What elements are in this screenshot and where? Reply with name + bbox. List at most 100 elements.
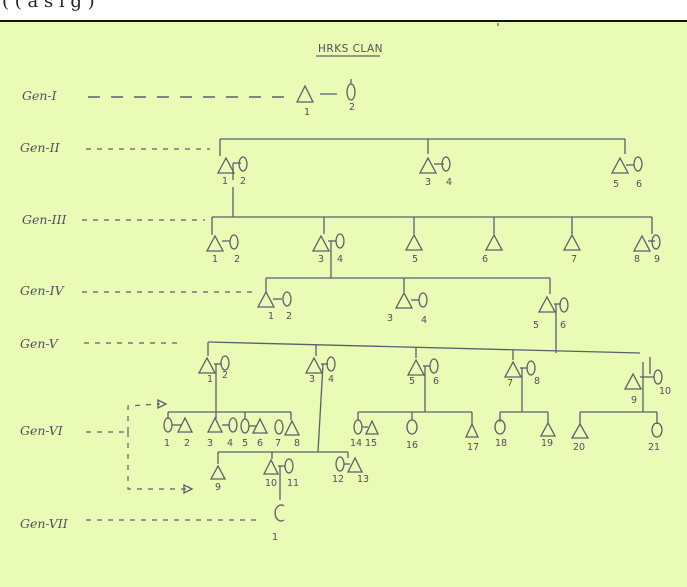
male-triangle	[364, 419, 380, 435]
member-label: 6	[482, 254, 488, 265]
female-circle	[353, 419, 363, 435]
member-label: 9	[215, 482, 221, 493]
male-triangle	[406, 358, 426, 376]
member-label: 17	[467, 442, 479, 453]
female-circle	[335, 233, 345, 249]
member-label: 8	[294, 438, 300, 449]
male-triangle	[262, 458, 280, 475]
member-label: 9	[631, 395, 637, 406]
member-label: 1	[212, 254, 218, 265]
female-circle	[653, 369, 663, 385]
member-label: 5	[242, 438, 248, 449]
member-label: 3	[387, 313, 393, 324]
member-label: 7	[507, 378, 513, 389]
male-triangle	[256, 290, 276, 308]
female-circle	[274, 419, 284, 435]
member-label: 4	[328, 374, 334, 385]
member-label: 2	[286, 311, 292, 322]
member-label: 7	[571, 254, 577, 265]
member-label: 4	[337, 254, 343, 265]
male-triangle	[251, 417, 269, 434]
member-label: 21	[648, 442, 660, 453]
connector-dashed	[127, 432, 186, 490]
female-circle	[651, 422, 663, 438]
female-circle	[229, 234, 239, 250]
female-circle	[238, 156, 248, 172]
member-label: 3	[425, 177, 431, 188]
member-label: 5	[613, 179, 619, 190]
member-label: 1	[222, 176, 228, 187]
pedigree-sheet: HRKS CLAN Gen-I 1 2 Gen-II 1 2 3 4 5 6 G…	[0, 22, 687, 587]
gen-label-7: Gen-VII	[20, 516, 69, 531]
female-circle	[651, 234, 661, 250]
male-triangle	[283, 419, 301, 436]
member-label: 1	[272, 532, 278, 543]
female-circle	[282, 291, 292, 307]
male-triangle	[176, 416, 194, 433]
female-circle	[559, 297, 569, 313]
member-label: 6	[636, 179, 642, 190]
chart-title: HRKS CLAN	[318, 43, 383, 55]
female-circle	[418, 292, 428, 308]
male-triangle	[464, 422, 480, 438]
member-label: 2	[184, 438, 190, 449]
female-circle	[335, 456, 345, 472]
member-label: 2	[240, 176, 246, 187]
gen-label-5: Gen-V	[20, 336, 60, 351]
member-label: 2	[349, 102, 355, 113]
gen-label-4: Gen-IV	[20, 283, 66, 298]
member-label: 11	[287, 478, 299, 489]
member-label: 4	[421, 315, 427, 326]
female-circle	[228, 417, 238, 433]
male-triangle	[623, 372, 643, 390]
member-label: 5	[412, 254, 418, 265]
male-triangle	[311, 234, 331, 252]
member-label: 2	[234, 254, 240, 265]
member-label: 3	[207, 438, 213, 449]
male-triangle	[394, 291, 414, 309]
male-triangle	[404, 233, 424, 251]
sibship-line	[207, 341, 641, 354]
connector-dashed	[127, 403, 161, 432]
member-label: 5	[409, 376, 415, 387]
male-triangle	[562, 233, 582, 251]
gen-label-3: Gen-III	[22, 212, 68, 227]
member-label: 14	[350, 438, 362, 449]
male-triangle	[539, 421, 557, 437]
female-circle	[406, 419, 418, 435]
member-label: 3	[309, 374, 315, 385]
member-label: 6	[433, 376, 439, 387]
member-label: 6	[257, 438, 263, 449]
member-label: 16	[406, 440, 418, 451]
member-label: 10	[265, 478, 277, 489]
member-label: 5	[533, 320, 539, 331]
gen-label-6: Gen-VI	[20, 423, 64, 438]
member-label: 2	[222, 370, 228, 381]
female-circle	[441, 156, 451, 172]
male-triangle	[570, 422, 590, 439]
member-label: 1	[304, 107, 310, 118]
member-label: 1	[207, 374, 213, 385]
female-circle	[633, 156, 643, 172]
male-triangle	[537, 295, 557, 313]
male-triangle	[209, 464, 227, 480]
gen-label-1: Gen-I	[22, 88, 58, 103]
male-triangle	[216, 156, 236, 174]
top-edge-strip: ( ( a s i g )	[0, 0, 687, 20]
member-label: 20	[573, 442, 585, 453]
male-triangle	[418, 156, 438, 174]
female-circle	[284, 458, 294, 474]
female-circle	[163, 417, 173, 433]
member-label: 18	[495, 438, 507, 449]
female-circle	[346, 83, 356, 101]
male-triangle	[304, 356, 324, 374]
member-label: 7	[275, 438, 281, 449]
cropped-caption-text: ( ( a s i g )	[2, 0, 95, 12]
male-triangle	[205, 234, 225, 252]
member-label: 3	[318, 254, 324, 265]
member-label: 1	[164, 438, 170, 449]
member-label: 15	[365, 438, 377, 449]
member-label: 12	[332, 474, 344, 485]
male-triangle	[206, 416, 224, 433]
member-label: 4	[227, 438, 233, 449]
